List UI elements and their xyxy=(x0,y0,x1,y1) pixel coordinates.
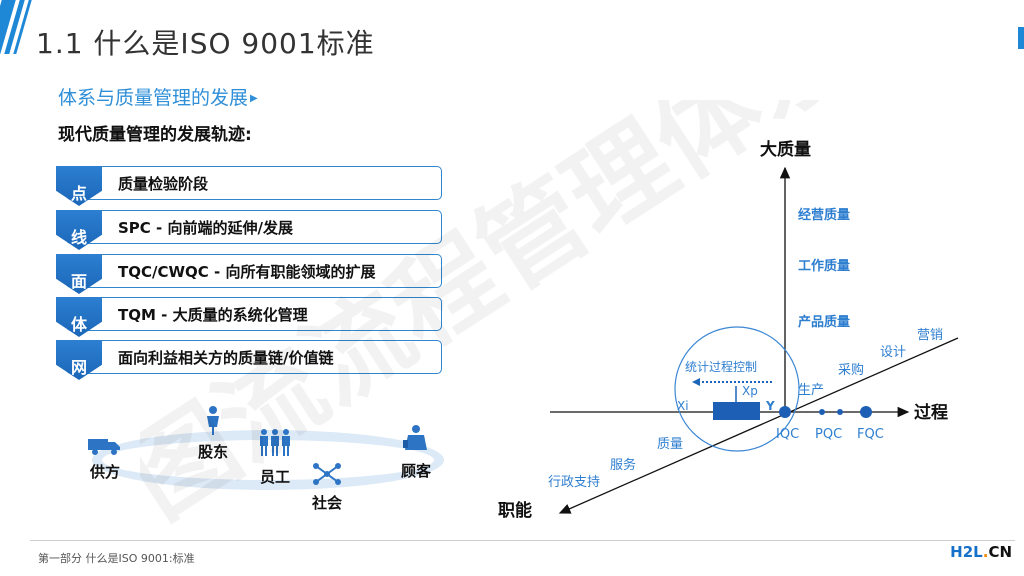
xi-label: Xi xyxy=(677,399,689,413)
stage-badge: 点 xyxy=(70,184,87,203)
diag-label: 营销 xyxy=(917,328,943,343)
qc-label: PQC xyxy=(815,427,842,442)
stage-item: 体 TQM - 大质量的系统化管理 xyxy=(56,297,444,337)
y-level-label: 经营质量 xyxy=(798,207,850,223)
person-icon xyxy=(178,405,248,439)
stage-pill xyxy=(66,340,442,374)
process-box xyxy=(713,402,760,420)
diag-label: 生产 xyxy=(798,383,824,398)
page-title: 1.1 什么是ISO 9001标准 xyxy=(36,27,375,60)
stage-badge: 体 xyxy=(70,315,87,334)
stage-label: TQC/CWQC - 向所有职能领域的扩展 xyxy=(118,263,376,281)
y-axis-label: 大质量 xyxy=(760,139,811,160)
diag-label: 服务 xyxy=(610,457,636,473)
stage-label: SPC - 向前端的延伸/发展 xyxy=(118,219,293,237)
diag-label: 设计 xyxy=(880,345,906,360)
stakeholder-shareholder: 股东 xyxy=(178,405,248,462)
spc-circle xyxy=(674,326,800,452)
qc-label: IQC xyxy=(776,427,799,442)
spc-label: 统计过程控制 xyxy=(685,359,757,374)
stakeholder-label: 员工 xyxy=(259,468,290,486)
spc-arrowhead xyxy=(692,378,700,386)
stage-label: 面向利益相关方的质量链/价值链 xyxy=(118,349,334,367)
y-label: Y xyxy=(765,399,775,413)
y-level-label: 工作质量 xyxy=(798,258,850,274)
truck-icon xyxy=(70,437,140,459)
footer-text: 第一部分 什么是ISO 9001:标准 xyxy=(38,552,195,565)
diag-label: 采购 xyxy=(838,362,864,378)
stage-pill xyxy=(66,210,442,244)
stakeholder-label: 顾客 xyxy=(400,462,431,480)
stakeholder-employee: 员工 xyxy=(240,428,310,487)
stakeholder-label: 股东 xyxy=(197,443,228,461)
stakeholder-society: 社会 xyxy=(292,462,362,513)
corner-tab xyxy=(1018,27,1024,49)
stage-badge: 线 xyxy=(70,228,87,247)
stage-item: 线 SPC - 向前端的延伸/发展 xyxy=(56,210,444,250)
fqc-point xyxy=(860,406,872,418)
qc-label: FQC xyxy=(857,427,884,442)
stage-pill xyxy=(66,254,442,288)
stage-item: 点 质量检验阶段 xyxy=(56,166,444,206)
stakeholder-customer: 顾客 xyxy=(381,424,451,481)
xp-label: Xp xyxy=(742,384,758,398)
stage-pill xyxy=(66,297,442,331)
stage-label: TQM - 大质量的系统化管理 xyxy=(118,306,308,324)
diag-label: 质量 xyxy=(657,437,683,452)
z-axis-line xyxy=(558,337,959,514)
customer-icon xyxy=(381,424,451,458)
subtitle-text: 体系与质量管理的发展 xyxy=(58,87,249,109)
stakeholder-supplier: 供方 xyxy=(70,437,140,482)
stage-pill xyxy=(66,166,442,200)
x-axis-label: 过程 xyxy=(914,403,948,423)
y-level-label: 产品质量 xyxy=(798,314,850,330)
stakeholder-ring xyxy=(92,430,444,490)
stage-badge: 面 xyxy=(70,272,87,291)
z-axis-label: 职能 xyxy=(498,500,532,521)
site-logo: H2L.CN xyxy=(950,543,1012,561)
stakeholder-label: 社会 xyxy=(311,494,342,512)
footer-divider xyxy=(30,540,1015,541)
group-icon xyxy=(240,428,310,464)
stage-badge: 网 xyxy=(70,358,87,377)
pqc-point xyxy=(837,409,843,415)
stage-label: 质量检验阶段 xyxy=(118,175,209,193)
logo-part: H2L xyxy=(950,543,983,561)
quality-diagram: 大质量 过程 职能 经营质量 工作质量 产品质量 营销 设计 采购 生产 质量 … xyxy=(498,139,959,521)
stage-item: 网 面向利益相关方的质量链/价值链 xyxy=(56,340,444,380)
content-heading: 现代质量管理的发展轨迹: xyxy=(58,125,252,145)
logo-part: . xyxy=(982,543,989,561)
play-arrow-icon: ▶ xyxy=(250,93,258,104)
stakeholder-label: 供方 xyxy=(89,463,120,481)
network-icon xyxy=(292,462,362,490)
pqc-point xyxy=(819,409,825,415)
logo-part: CN xyxy=(988,543,1012,561)
iqc-point xyxy=(779,406,791,418)
diag-label: 行政支持 xyxy=(548,475,600,490)
stage-item: 面 TQC/CWQC - 向所有职能领域的扩展 xyxy=(56,254,444,294)
section-subtitle: 体系与质量管理的发展▶ xyxy=(58,83,258,110)
